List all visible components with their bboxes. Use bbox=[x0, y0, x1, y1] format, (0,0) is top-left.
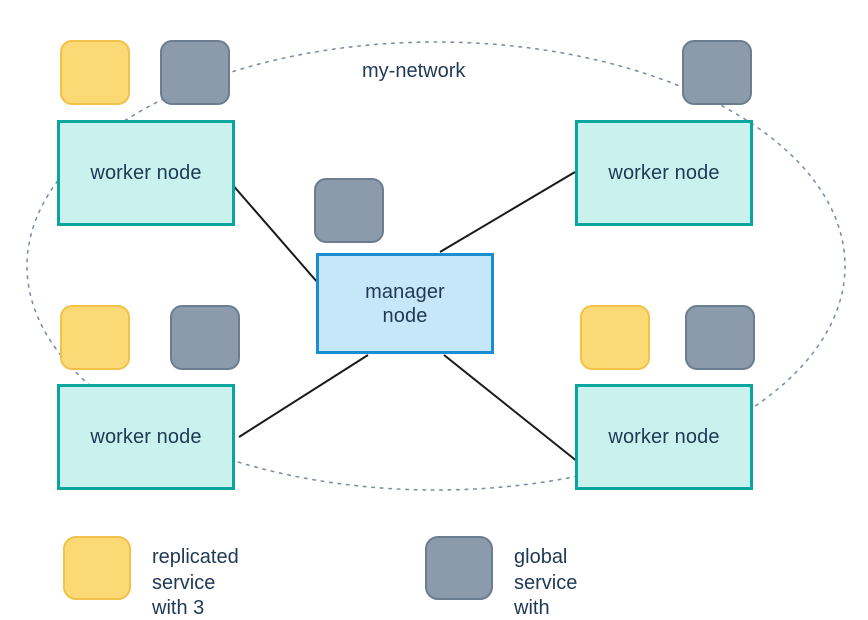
legend-swatch-replicated bbox=[63, 536, 131, 600]
node-worker-top-right[interactable]: worker node bbox=[575, 120, 753, 226]
legend-swatch-global bbox=[425, 536, 493, 600]
connector-manager-to-worker-bottom-left bbox=[238, 354, 369, 438]
node-label: worker node bbox=[608, 162, 720, 184]
legend-label-global: global service with replicas on every no… bbox=[514, 546, 578, 620]
node-label: worker node bbox=[608, 426, 720, 448]
node-worker-top-left[interactable]: worker node bbox=[57, 120, 235, 226]
service-chip-global-center bbox=[314, 178, 384, 243]
connector-manager-to-worker-bottom-right bbox=[443, 354, 579, 463]
connector-lines bbox=[230, 171, 579, 463]
legend-label-replicated: replicated service with 3 replicas bbox=[152, 546, 239, 620]
network-label: my-network bbox=[362, 60, 466, 82]
node-label: manager node bbox=[365, 280, 445, 327]
network-boundary-ellipse bbox=[26, 41, 846, 491]
node-worker-bottom-right[interactable]: worker node bbox=[575, 384, 753, 490]
service-chip-global-top-left bbox=[160, 40, 230, 105]
service-chip-replicated-bottom-left bbox=[60, 305, 130, 370]
service-chip-replicated-top-left bbox=[60, 40, 130, 105]
node-label: worker node bbox=[90, 426, 202, 448]
connector-manager-to-worker-top-right bbox=[439, 171, 576, 253]
service-chip-replicated-bottom-right bbox=[580, 305, 650, 370]
node-label: worker node bbox=[90, 162, 202, 184]
node-worker-bottom-left[interactable]: worker node bbox=[57, 384, 235, 490]
node-manager[interactable]: manager node bbox=[316, 253, 494, 354]
connector-manager-to-worker-top-left bbox=[230, 182, 319, 284]
service-chip-global-top-right bbox=[682, 40, 752, 105]
service-chip-global-bottom-right bbox=[685, 305, 755, 370]
service-chip-global-bottom-left bbox=[170, 305, 240, 370]
